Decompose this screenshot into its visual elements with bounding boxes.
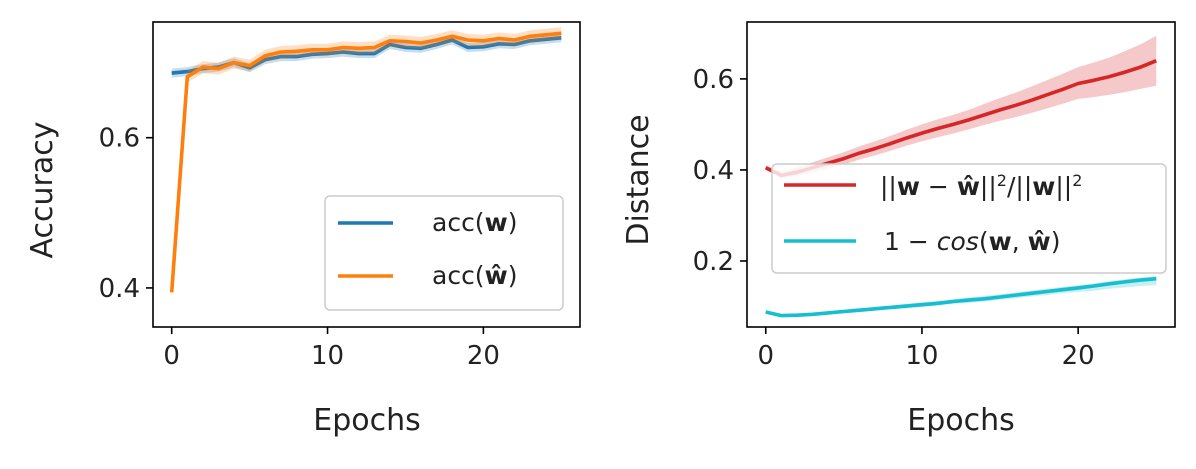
distance-x-axis-label: Epochs bbox=[907, 403, 1015, 438]
accuracy-y-tick-label-0: 0.4 bbox=[99, 274, 140, 304]
accuracy-legend-label-1: acc(ŵ) bbox=[432, 261, 517, 290]
accuracy-series-1-line bbox=[169, 31, 562, 293]
accuracy-panel: Accuracy Epochs 0 10 20 0.4 0.6 acc(w) acc(ŵ) bbox=[25, 21, 581, 438]
distance-series-0-line bbox=[764, 59, 1157, 178]
distance-legend-label-0: ||w − ŵ||2/||w||2 bbox=[880, 171, 1082, 202]
distance-y-tick-label-0: 0.2 bbox=[693, 247, 734, 277]
accuracy-axes-frame bbox=[152, 21, 581, 328]
distance-panel: Distance Epochs 0 10 20 0.2 0.4 0.6 ||w − ŵ||2… bbox=[621, 21, 1176, 438]
accuracy-y-tick-label-1: 0.6 bbox=[99, 124, 140, 154]
distance-x-tick-label-2: 20 bbox=[1062, 341, 1095, 371]
accuracy-y-axis-label: Accuracy bbox=[25, 122, 60, 259]
accuracy-x-tick-label-2: 20 bbox=[467, 341, 500, 371]
distance-y-axis-label: Distance bbox=[621, 114, 656, 245]
distance-legend bbox=[771, 163, 1167, 274]
accuracy-x-axis-label: Epochs bbox=[313, 403, 421, 438]
accuracy-legend-label-0: acc(w) bbox=[432, 208, 517, 237]
distance-y-tick-label-2: 0.6 bbox=[693, 65, 734, 95]
accuracy-x-tick-label-1: 10 bbox=[311, 341, 344, 371]
distance-series-0-band bbox=[765, 35, 1157, 179]
distance-x-tick-label-1: 10 bbox=[905, 341, 938, 371]
distance-x-tick-label-0: 0 bbox=[757, 341, 774, 371]
distance-series-1-line bbox=[765, 276, 1157, 318]
distance-axes-frame bbox=[746, 21, 1176, 328]
distance-legend-label-1: 1 − cos(w, ŵ) bbox=[884, 227, 1060, 256]
accuracy-x-tick-label-0: 0 bbox=[163, 341, 180, 371]
distance-y-tick-label-1: 0.4 bbox=[693, 156, 734, 186]
distance-series-1-band bbox=[765, 276, 1157, 317]
